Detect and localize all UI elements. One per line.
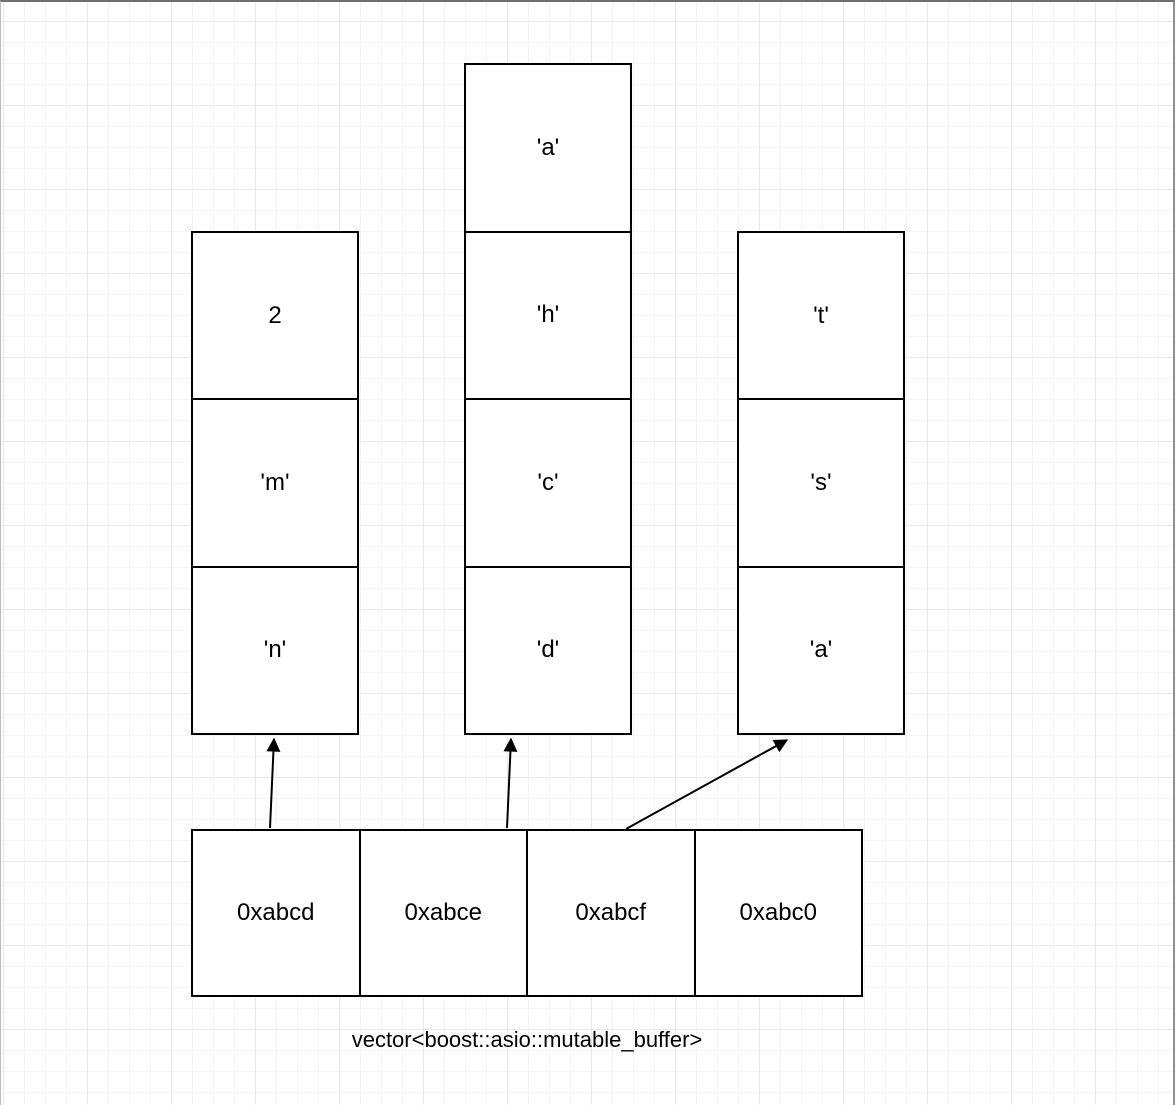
arrow-0xabcf-to-buffer-3 (625, 739, 789, 830)
arrow-0xabcd-to-buffer-1 (266, 737, 281, 829)
buffer-2: 'a' 'h' 'c' 'd' (464, 63, 632, 735)
buffer-cell: 'a' (536, 133, 560, 161)
pointer-cell: 0xabcd (237, 899, 315, 926)
pointer-cell: 0xabce (358, 831, 527, 995)
buffer-1: 2 'm' 'n' (191, 231, 359, 735)
buffer-cell: 'd' (466, 565, 630, 734)
buffer-cell: 'n' (193, 565, 357, 733)
pointer-cell: 0xabcf (526, 831, 694, 995)
buffer-cell: 'a' (739, 565, 903, 733)
buffer-cell: 's' (739, 398, 903, 565)
pointer-cell: 0xabc0 (693, 831, 862, 995)
vector-caption: vector<boost::asio::mutable_buffer> (351, 1027, 703, 1052)
buffer-cell: 'h' (466, 230, 630, 399)
buffer-3: 't' 's' 'a' (737, 231, 905, 735)
buffer-cell: 'm' (193, 398, 357, 565)
pointer-vector-row: 0xabcd 0xabce 0xabcf 0xabc0 (191, 829, 863, 997)
arrow-0xabce-to-buffer-2 (503, 737, 518, 829)
buffer-cell: 't' (813, 301, 829, 329)
buffer-cell: 'c' (466, 398, 630, 566)
buffer-cell: 2 (268, 301, 282, 329)
